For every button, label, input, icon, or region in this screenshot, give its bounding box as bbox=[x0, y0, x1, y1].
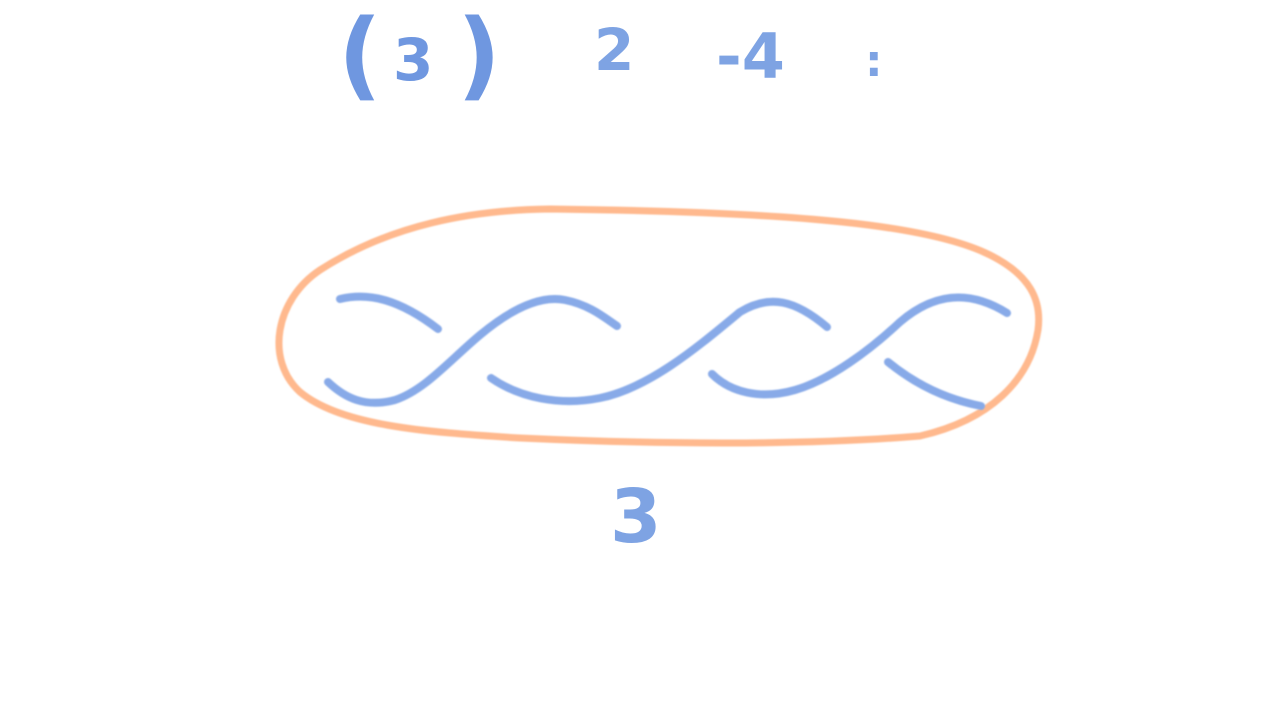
heading-open-paren: ( bbox=[338, 0, 382, 111]
heading-close-paren: ) bbox=[457, 0, 501, 111]
heading-label: 3 bbox=[393, 26, 433, 94]
braid-strand-middle bbox=[487, 297, 831, 406]
caption-number: 3 bbox=[610, 474, 662, 560]
braid-strand-upper-left bbox=[336, 292, 442, 333]
braid-strand-main bbox=[324, 295, 621, 407]
heading-second-term: -4 bbox=[716, 20, 785, 93]
enclosing-loop bbox=[275, 205, 1043, 447]
braid-strand-lower-right bbox=[884, 358, 985, 410]
braid-strand-right bbox=[708, 293, 1011, 399]
braid bbox=[324, 292, 1011, 410]
heading-first-term: 2 bbox=[594, 16, 634, 84]
heading: ( 3 ) 2 -4 : bbox=[338, 0, 883, 111]
heading-colon: : bbox=[865, 36, 883, 87]
